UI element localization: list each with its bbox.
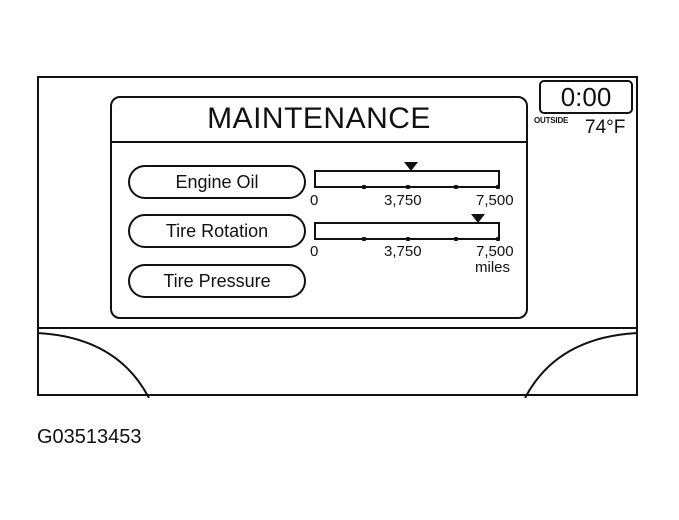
dashboard-curves [37,332,638,398]
clock-display: 0:00 [539,80,633,114]
outside-temp-label: OUTSIDE [534,116,569,125]
engine-oil-button[interactable]: Engine Oil [128,165,306,199]
bar-tick [496,185,500,189]
tire-pressure-button[interactable]: Tire Pressure [128,264,306,298]
scale-label-mid: 3,750 [384,243,422,260]
bar-tick [406,185,410,189]
figure-id: G03513453 [37,426,142,448]
maintenance-title-row: MAINTENANCE [112,98,526,143]
scale-label-mid: 3,750 [384,192,422,209]
scale-label-min: 0 [310,243,319,260]
tire-rotation-button[interactable]: Tire Rotation [128,214,306,248]
bar-tick [406,237,410,241]
bar-tick [496,237,500,241]
maintenance-title: MAINTENANCE [207,102,431,135]
outside-temperature: 74°F [585,117,626,138]
bar-tick [454,185,458,189]
scale-label-max: 7,500 [476,192,514,209]
engine-oil-progress-bar [314,170,500,189]
bar-tick [362,237,366,241]
distance-unit-label: miles [475,259,511,276]
scale-label-max: 7,500 [476,243,514,260]
tire-rotation-progress-bar [314,222,500,241]
scale-label-min: 0 [310,192,319,209]
engine-oil-progress-marker [403,162,418,171]
bar-tick [362,185,366,189]
tire-rotation-progress-marker [470,214,485,223]
dashboard-lower-panel [37,327,638,398]
bar-tick [454,237,458,241]
